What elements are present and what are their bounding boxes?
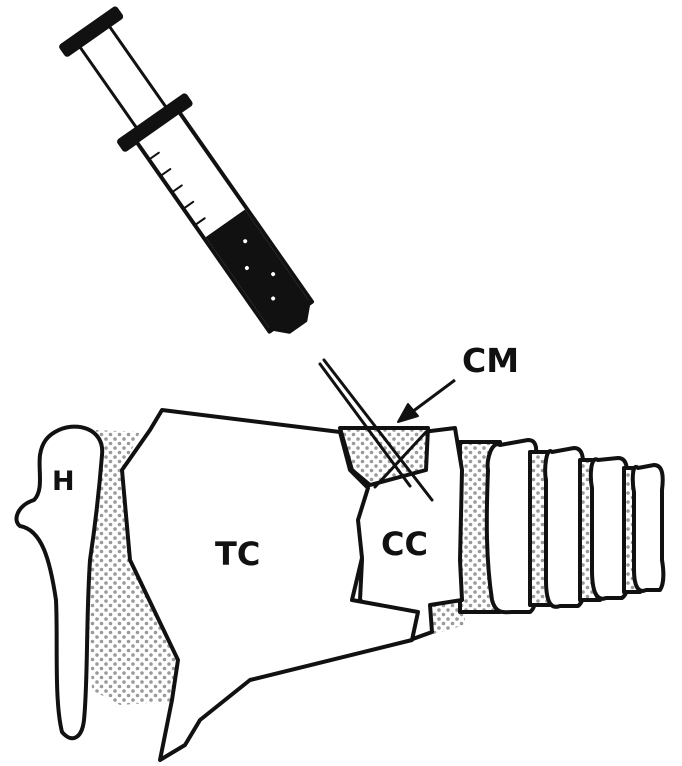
trachea-ring-4 bbox=[633, 465, 664, 591]
label-cricoid-cartilage: CC bbox=[381, 528, 428, 560]
plunger-rod-left bbox=[80, 48, 138, 131]
label-thyroid-cartilage: TC bbox=[215, 538, 260, 570]
label-hyoid: H bbox=[52, 468, 75, 495]
arrow-icon bbox=[398, 380, 455, 422]
label-cricothyroid-membrane: CM bbox=[462, 344, 519, 377]
trachea bbox=[460, 440, 663, 612]
syringe-icon bbox=[53, 2, 332, 351]
plunger-rod-right bbox=[110, 27, 168, 110]
